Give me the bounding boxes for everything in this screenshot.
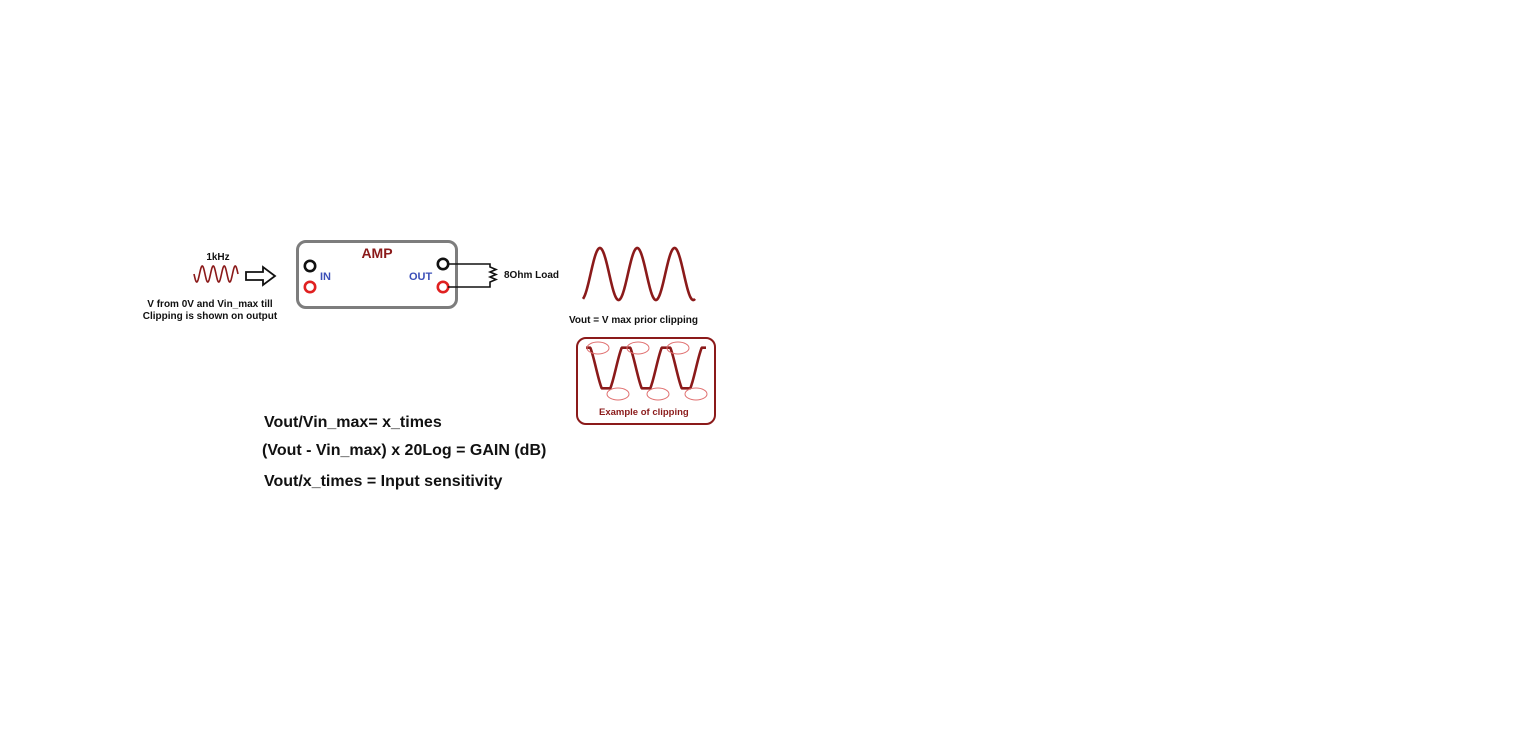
output-sine-wave [581,246,696,302]
source-description-line1: V from 0V and Vin_max till [147,299,273,310]
clipped-wave [586,341,708,401]
clip-peak-marker [626,341,650,355]
in-label: IN [320,271,331,283]
source-description-line2: Clipping is shown on output [142,311,278,322]
formula-gain-ratio: Vout/Vin_max= x_times [264,414,442,431]
amplifier-box [296,240,458,309]
output-terminal-black [436,257,450,271]
load-label: 8Ohm Load [504,270,560,281]
frequency-label: 1kHz [206,252,230,263]
amp-title: AMP [361,245,393,261]
clip-peak-marker [586,341,610,355]
formula-gain-db: (Vout - Vin_max) x 20Log = GAIN (dB) [262,442,547,459]
clip-peak-marker [666,341,690,355]
input-terminal-red [303,280,317,294]
clip-trough-marker [606,387,630,401]
output-caption: Vout = V max prior clipping [569,315,698,326]
clip-trough-marker [646,387,670,401]
clipping-example-box [576,337,716,425]
load-wire [448,263,499,288]
formula-input-sensitivity: Vout/x_times = Input sensitivity [264,473,503,490]
input-arrow-icon [245,265,277,287]
clipping-caption: Example of clipping [599,407,689,418]
clip-trough-marker [684,387,708,401]
output-terminal-red [436,280,450,294]
input-sine-wave [193,265,239,283]
input-terminal-black [303,259,317,273]
out-label: OUT [409,271,433,283]
